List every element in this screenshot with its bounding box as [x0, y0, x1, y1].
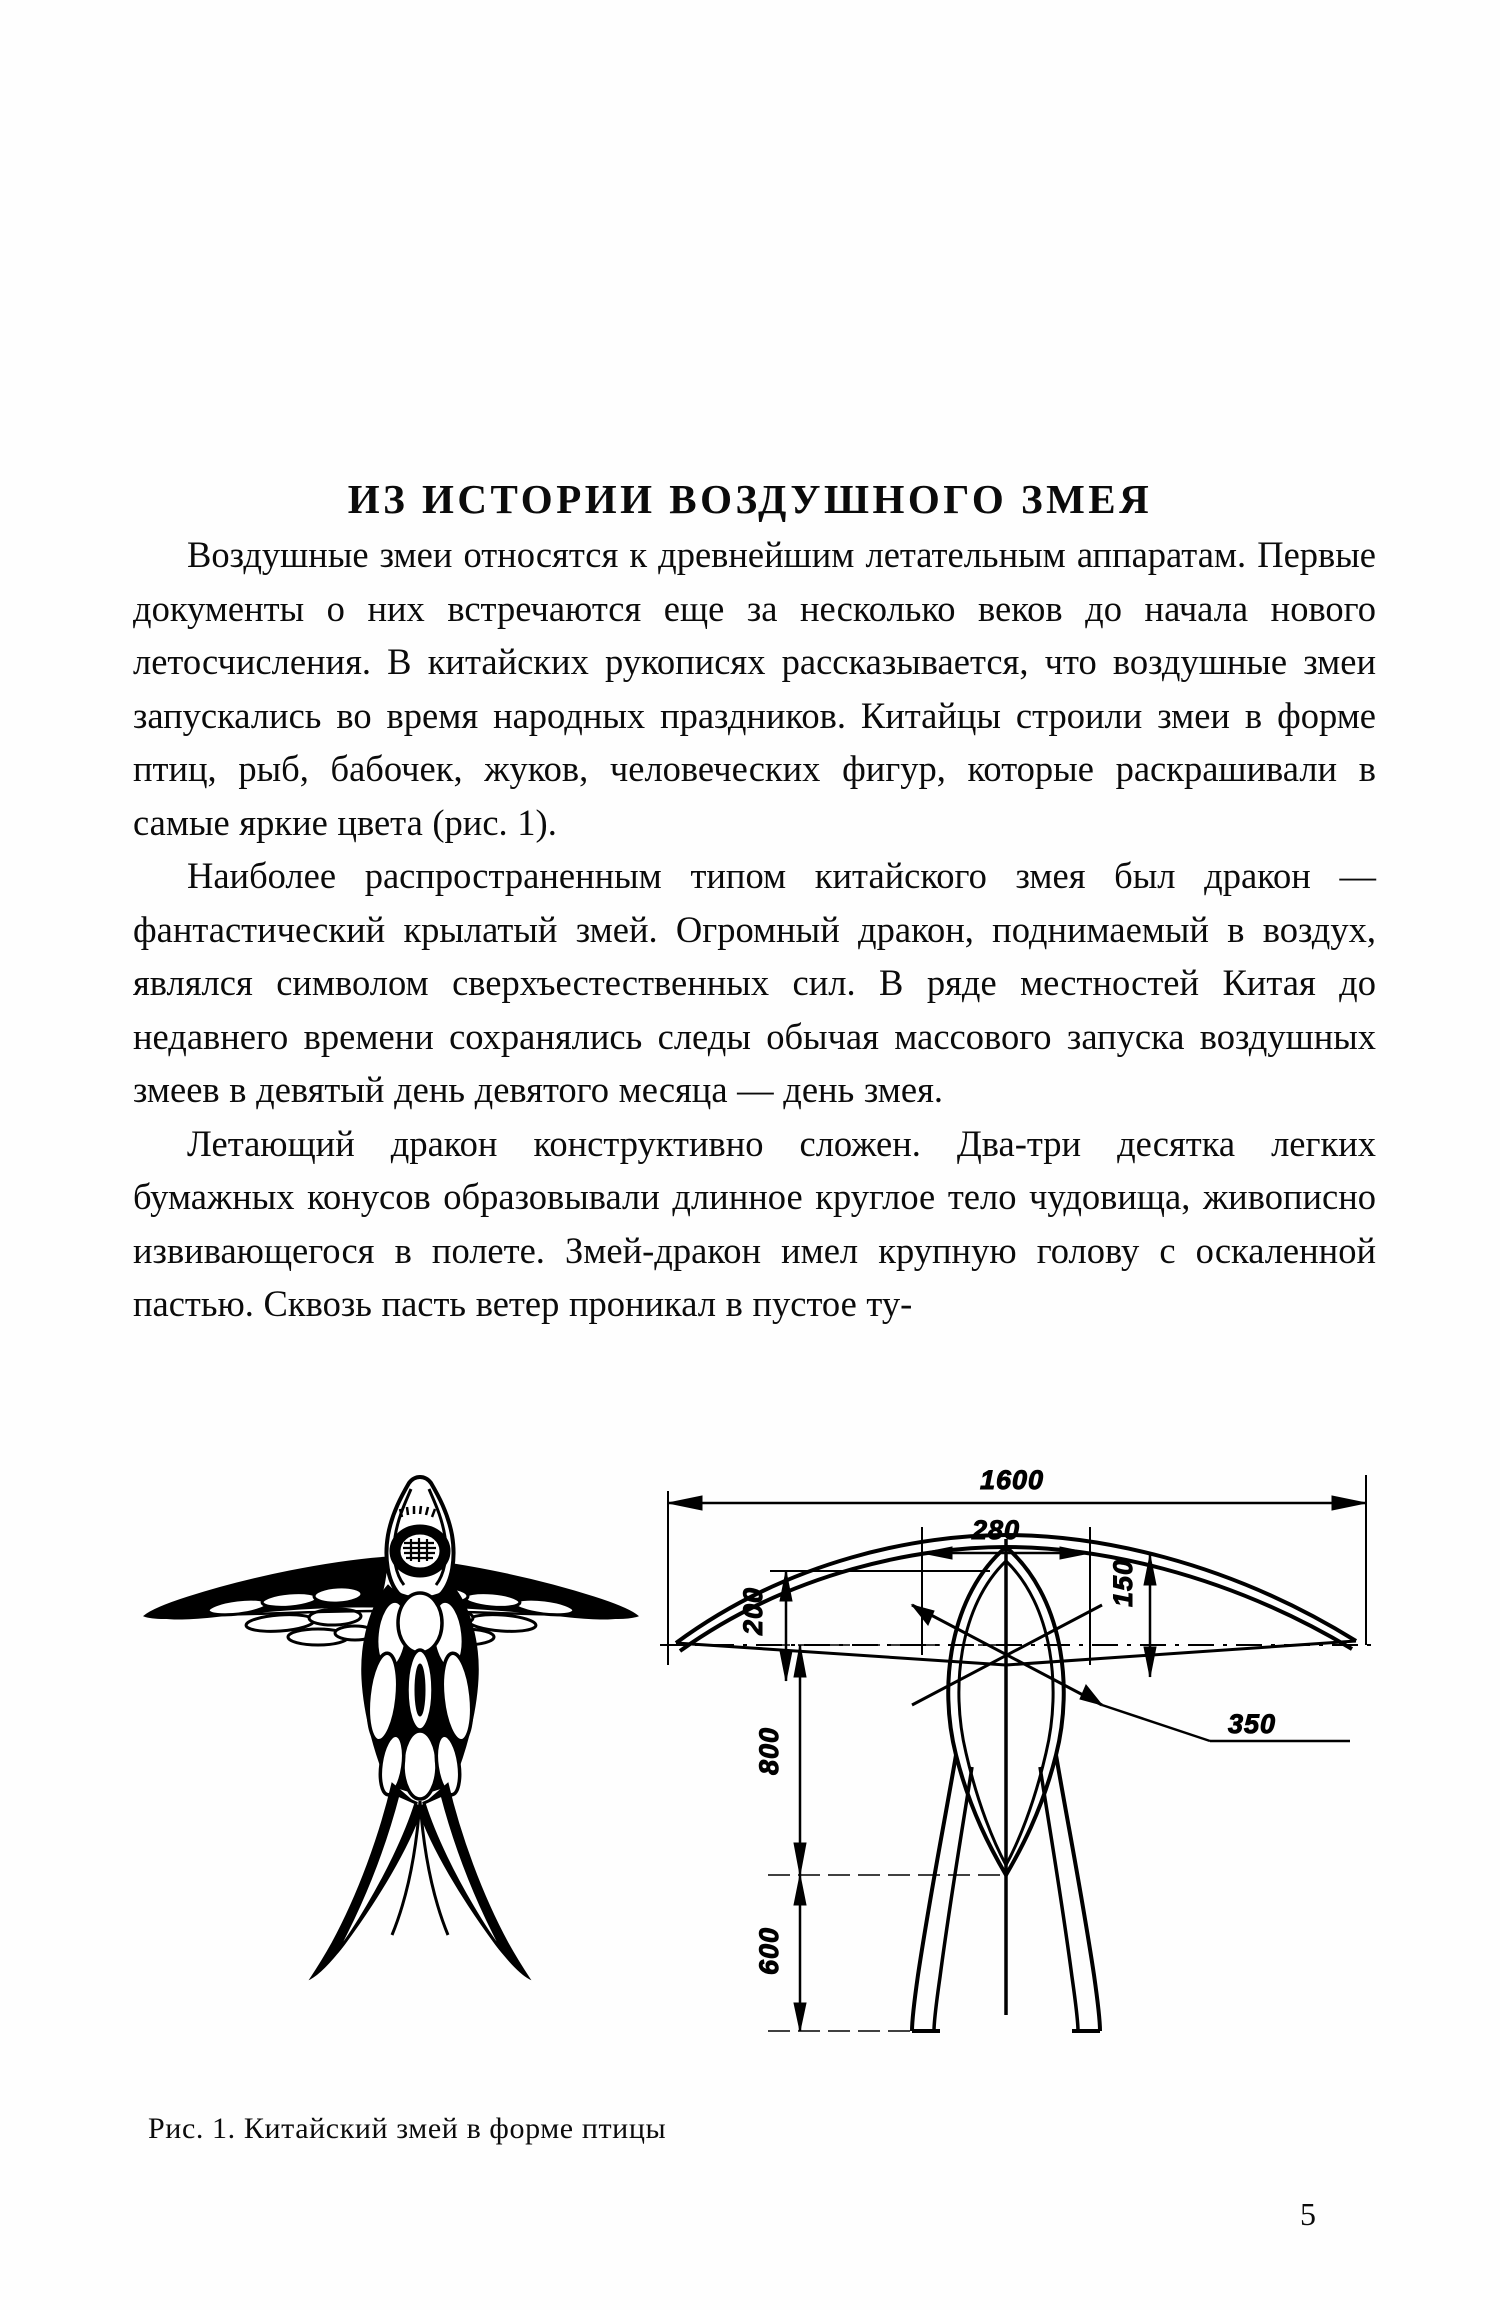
dimension-label-600: 600	[754, 1927, 784, 1975]
dimension-label-280: 280	[971, 1515, 1020, 1545]
page-number: 5	[1300, 2196, 1316, 2232]
dimension-label-350: 350	[1228, 1709, 1276, 1739]
article-body: Воздушные змеи относятся к древнейшим ле…	[133, 528, 1376, 1331]
figure-number: Рис. 1.	[148, 2112, 236, 2145]
dimension-label-1600: 1600	[980, 1465, 1044, 1495]
page-title: ИЗ ИСТОРИИ ВОЗДУШНОГО ЗМЕЯ	[347, 476, 1153, 523]
dimension-label-800: 800	[754, 1727, 784, 1775]
paragraph-3: Летающий дракон конструктивно сложен. Дв…	[133, 1122, 1376, 1325]
dimension-label-150: 150	[1108, 1559, 1138, 1607]
kite-technical-drawing: 1600 280	[650, 1455, 1390, 2055]
figure-1: 1600 280	[120, 1455, 1390, 2075]
dimension-label-200: 200	[738, 1587, 768, 1636]
paragraph-2: Наиболее распространенным типом китайско…	[133, 855, 1376, 1110]
paragraph-1: Воздушные змеи относятся к древнейшим ле…	[133, 534, 1376, 843]
figure-caption-text: Китайский змей в форме птицы	[243, 2112, 667, 2145]
figure-caption: Рис. 1. Китайский змей в форме птицы	[148, 2112, 666, 2146]
bird-kite-illustration	[130, 1465, 650, 2045]
